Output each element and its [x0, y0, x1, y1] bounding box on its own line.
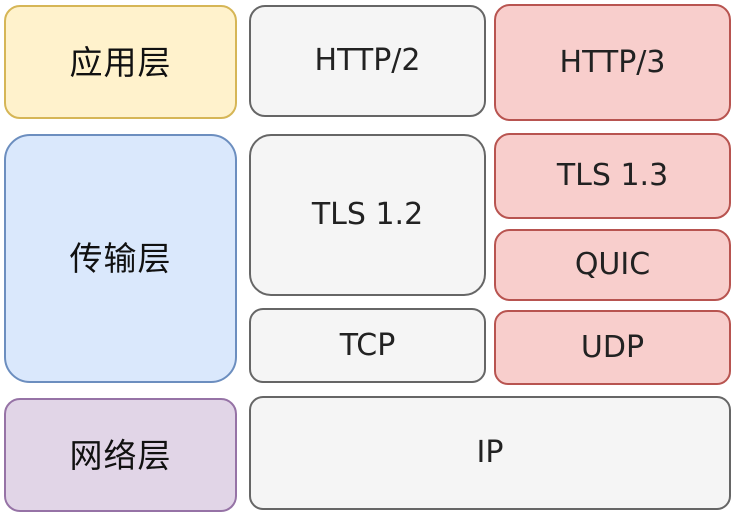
transport-layer-label: 传输层	[69, 239, 172, 278]
node-udp: UDP	[494, 310, 731, 385]
quic-label: QUIC	[574, 247, 651, 282]
node-quic: QUIC	[494, 229, 731, 301]
tls-1-2-label: TLS 1.2	[311, 197, 424, 232]
http3-label: HTTP/3	[559, 44, 666, 80]
node-tls-1-3: TLS 1.3	[494, 133, 731, 219]
node-application-layer: 应用层	[4, 5, 237, 119]
network-layer-label: 网络层	[69, 435, 172, 475]
node-ip: IP	[249, 396, 731, 510]
http2-label: HTTP/2	[314, 43, 421, 78]
udp-label: UDP	[580, 329, 645, 365]
node-network-layer: 网络层	[4, 398, 237, 512]
tcp-label: TCP	[339, 327, 396, 363]
ip-label: IP	[476, 435, 504, 470]
tls-1-3-label: TLS 1.3	[556, 158, 669, 193]
node-http2: HTTP/2	[249, 5, 486, 117]
application-layer-label: 应用层	[69, 42, 172, 82]
node-tls-1-2: TLS 1.2	[249, 134, 486, 296]
node-transport-layer: 传输层	[4, 134, 237, 383]
node-http3: HTTP/3	[494, 4, 731, 121]
node-tcp: TCP	[249, 308, 486, 383]
